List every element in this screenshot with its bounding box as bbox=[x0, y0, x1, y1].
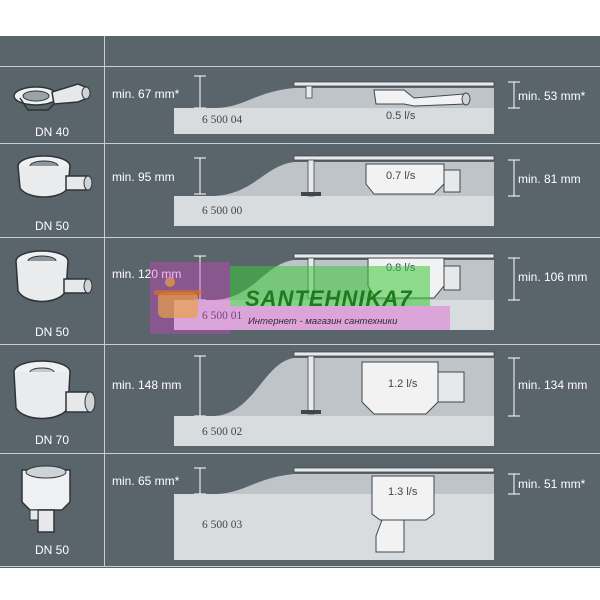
drain-thumbnail-dn70-icon bbox=[13, 360, 96, 420]
installation-diagram bbox=[174, 467, 520, 560]
installation-diagram bbox=[174, 75, 520, 134]
row-divider bbox=[0, 344, 600, 345]
dn-label: DN 40 bbox=[34, 125, 69, 139]
watermark-subtitle: Интернет - магазин сантехники bbox=[248, 316, 398, 327]
article-code: 6 500 03 bbox=[202, 519, 243, 531]
dn-label: DN 50 bbox=[34, 325, 69, 339]
watermark-brand: SANTEHNIKA7 bbox=[245, 286, 413, 311]
article-code: 6 500 02 bbox=[202, 426, 243, 438]
min-total-height: min. 65 mm* bbox=[112, 474, 180, 488]
drain-thumbnail-dn40-icon bbox=[13, 83, 91, 111]
row-divider bbox=[0, 566, 600, 567]
header-empty-cell bbox=[0, 36, 105, 66]
min-screed-height: min. 51 mm* bbox=[518, 477, 586, 491]
installation-diagram bbox=[174, 351, 520, 446]
dn-label: DN 50 bbox=[34, 543, 69, 557]
header-title: Общая высота в сборе до верхнего края го… bbox=[108, 7, 396, 21]
article-code: 6 500 01 bbox=[202, 310, 243, 322]
article-code: 6 500 00 bbox=[202, 205, 243, 217]
min-screed-height: min. 106 mm bbox=[518, 270, 588, 284]
row-divider bbox=[0, 453, 600, 454]
flow-rate: 1.2 l/s bbox=[388, 378, 418, 390]
min-screed-height: min. 134 mm bbox=[518, 378, 588, 392]
min-screed-height: min. 53 mm* bbox=[518, 89, 586, 103]
dn-label: DN 50 bbox=[34, 219, 69, 233]
flow-rate: 0.7 l/s bbox=[386, 170, 416, 182]
header-screed-height: Высота стяжки bbox=[511, 7, 592, 21]
min-total-height: min. 148 mm bbox=[112, 378, 182, 392]
min-total-height: min. 120 mm bbox=[112, 267, 182, 281]
row-divider bbox=[0, 66, 600, 67]
min-total-height: min. 95 mm bbox=[112, 170, 175, 184]
column-divider bbox=[104, 36, 105, 566]
watermark-logo bbox=[150, 262, 450, 334]
row-divider bbox=[0, 237, 600, 238]
article-code: 6 500 04 bbox=[202, 114, 243, 126]
row-divider bbox=[0, 143, 600, 144]
drain-thumbnail-dn50-icon bbox=[15, 250, 93, 303]
table-header bbox=[0, 36, 600, 66]
drain-thumbnail-dn50-icon bbox=[17, 155, 93, 198]
installation-diagram bbox=[174, 155, 520, 226]
min-screed-height: min. 81 mm bbox=[518, 172, 581, 186]
flow-rate: 0.5 l/s bbox=[386, 110, 416, 122]
drain-thumbnail-dn50-vertical-icon bbox=[21, 465, 71, 533]
min-total-height: min. 67 mm* bbox=[112, 87, 180, 101]
flow-rate: 1.3 l/s bbox=[388, 486, 418, 498]
dn-label: DN 70 bbox=[34, 433, 69, 447]
